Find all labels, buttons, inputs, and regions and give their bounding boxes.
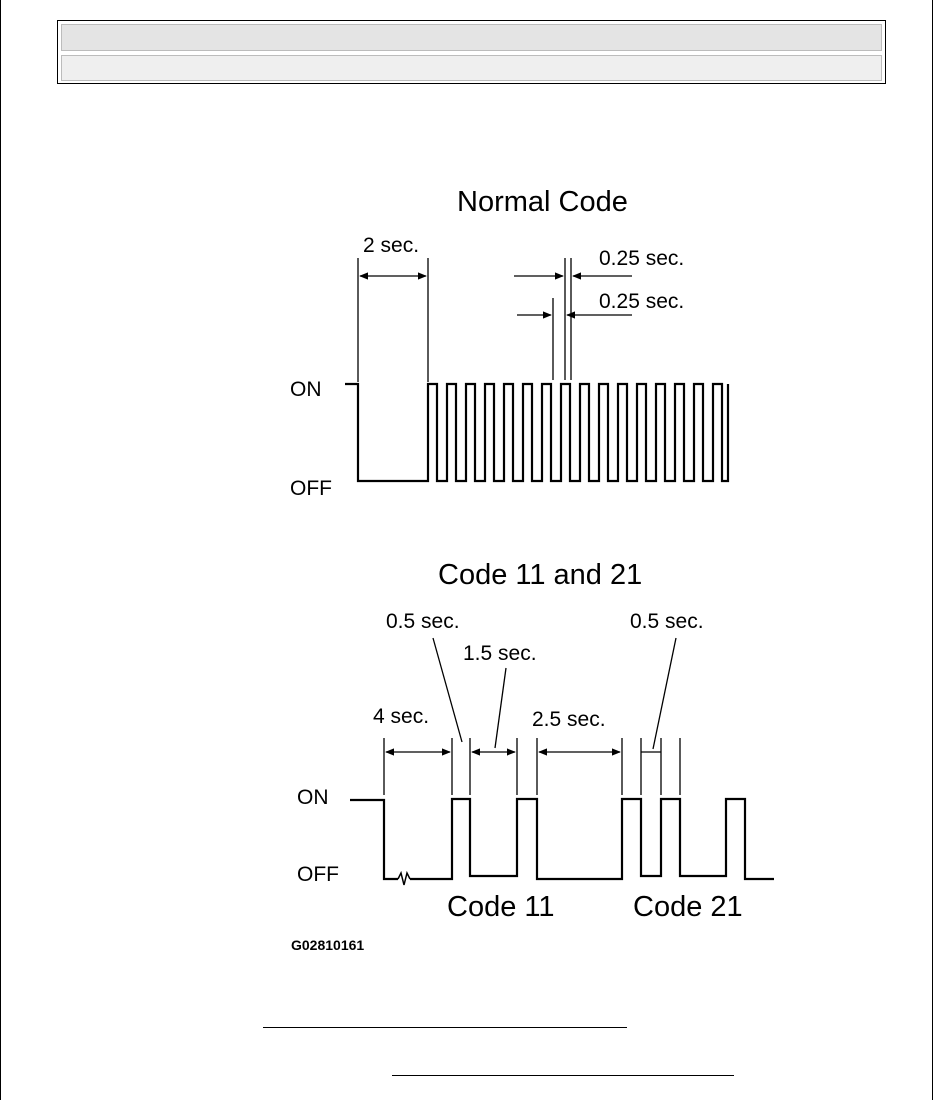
label-025-sec-b: 0.25 sec. [599,290,684,313]
label-05-sec-a: 0.5 sec. [386,610,460,633]
label-025-sec-a: 0.25 sec. [599,247,684,270]
leader-05-sec-b [652,637,677,750]
normal-off-label: OFF [290,477,332,500]
header-bar-top [61,24,882,51]
header-box [57,20,886,84]
label-25-sec: 2.5 sec. [532,708,606,731]
leader-15-sec [494,667,507,749]
code-11-21-title: Code 11 and 21 [438,559,642,591]
label-05-sec-b: 0.5 sec. [630,610,704,633]
label-4-sec: 4 sec. [373,705,429,728]
figure-id: G02810161 [291,937,364,953]
label-2sec: 2 sec. [363,234,419,257]
code-11-label: Code 11 [447,891,555,923]
code-11-21-waveform [350,797,774,881]
footer-rule-2 [392,1075,734,1076]
leader-05-sec-a [432,637,463,743]
footer-rule-1 [263,1027,627,1028]
break-symbol [397,870,411,886]
normal-on-label: ON [290,378,322,401]
code-on-label: ON [297,786,329,809]
code-off-label: OFF [297,863,339,886]
header-bar-bottom [61,55,882,81]
normal-code-title: Normal Code [457,186,628,218]
code-21-label: Code 21 [633,891,743,923]
normal-code-waveform [345,382,730,483]
label-15-sec: 1.5 sec. [463,642,537,665]
